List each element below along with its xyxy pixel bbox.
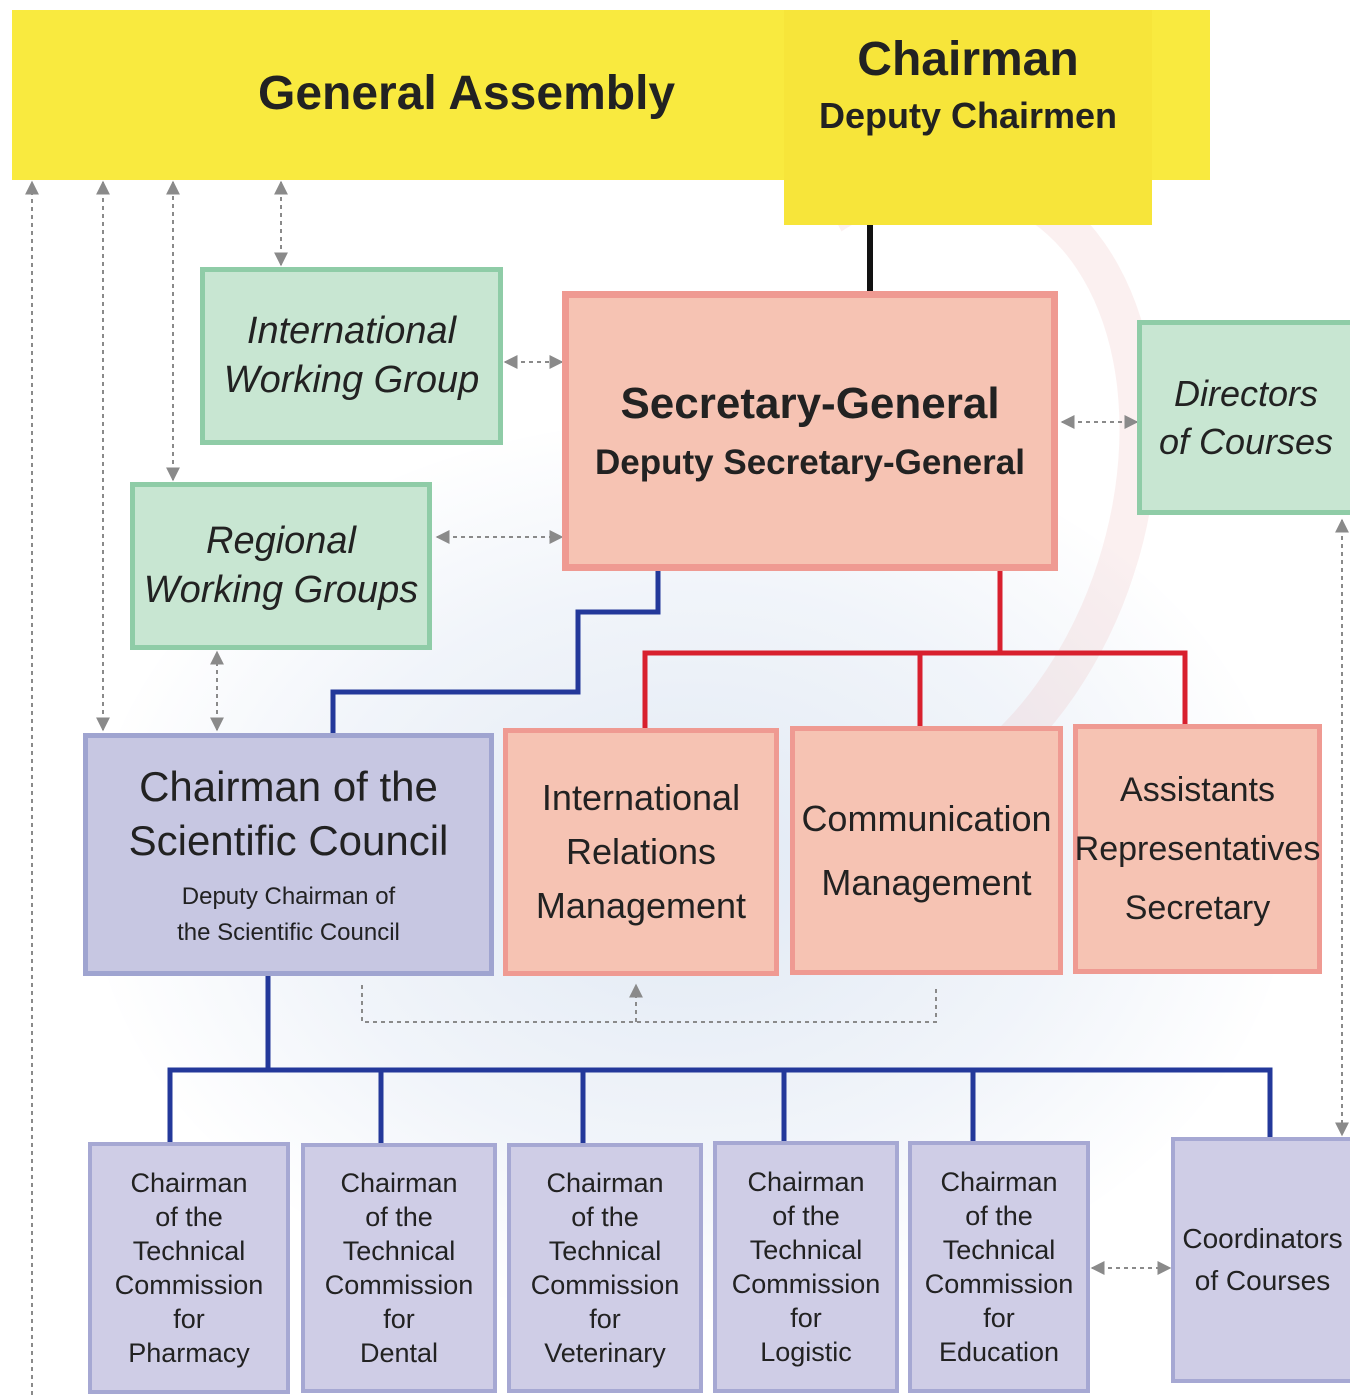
commission-dental-line-3: Technical	[342, 1236, 456, 1266]
deputy-chairmen-subtitle: Deputy Chairmen	[818, 95, 1118, 136]
communication-management-line-1: Communication	[801, 797, 1052, 839]
commissions-blue-tree	[167, 975, 1273, 1145]
commission-pharmacy-line-2: of the	[155, 1202, 223, 1232]
communication-management-line-2: Management	[821, 861, 1032, 903]
assistants-line-2: Representatives	[1074, 829, 1321, 868]
commission-education-line-3: Technical	[942, 1235, 1056, 1265]
commission-logistic-line-3: Technical	[749, 1235, 863, 1265]
commission-education-box: Chairman of the Technical Commission for…	[908, 1141, 1090, 1393]
scientific-council-box: Chairman of the Scientific Council Deput…	[83, 733, 494, 976]
international-relations-line-3: Management	[535, 885, 747, 926]
commission-logistic-box: Chairman of the Technical Commission for…	[713, 1141, 899, 1393]
coordinators-of-courses-line-1: Coordinators	[1182, 1223, 1343, 1254]
commission-dental-line-4: Commission	[324, 1270, 474, 1300]
commission-dental-line-6: Dental	[359, 1338, 439, 1368]
secretary-general-title: Secretary-General	[620, 379, 1000, 428]
communication-management-box: Communication Management	[790, 726, 1063, 975]
commission-pharmacy-box: Chairman of the Technical Commission for…	[88, 1142, 290, 1394]
international-relations-line-1: International	[541, 777, 741, 818]
international-working-group-line-1: International	[246, 310, 457, 352]
commission-veterinary-line-4: Commission	[530, 1270, 680, 1300]
directors-of-courses-line-2: of Courses	[1158, 420, 1334, 462]
commission-education-line-1: Chairman	[940, 1167, 1058, 1197]
chairman-box: Chairman Deputy Chairmen	[784, 10, 1152, 225]
directors-of-courses-box: Directors of Courses	[1137, 320, 1350, 515]
commission-logistic-line-5: for	[790, 1303, 822, 1333]
secretariat-red-tree	[642, 570, 1188, 730]
regional-working-groups-line-2: Working Groups	[143, 569, 419, 611]
commission-veterinary-line-3: Technical	[548, 1236, 662, 1266]
commission-pharmacy-line-3: Technical	[132, 1236, 246, 1266]
directors-of-courses-line-1: Directors	[1173, 372, 1319, 414]
scientific-council-subtitle-line-1: Deputy Chairman of	[181, 882, 396, 910]
assistants-line-1: Assistants	[1120, 770, 1275, 809]
secretary-general-box: Secretary-General Deputy Secretary-Gener…	[562, 291, 1058, 571]
commission-veterinary-line-5: for	[589, 1304, 621, 1334]
commission-veterinary-line-1: Chairman	[546, 1168, 664, 1198]
commission-logistic-line-1: Chairman	[747, 1167, 865, 1197]
commission-education-line-5: for	[983, 1303, 1015, 1333]
commission-pharmacy-line-6: Pharmacy	[128, 1338, 250, 1368]
commission-pharmacy-line-4: Commission	[114, 1270, 264, 1300]
commission-logistic-line-4: Commission	[731, 1269, 881, 1299]
commission-pharmacy-line-1: Chairman	[130, 1168, 248, 1198]
commission-dental-box: Chairman of the Technical Commission for…	[301, 1143, 497, 1393]
commission-logistic-line-2: of the	[772, 1201, 840, 1231]
secretary-council-blue-line	[330, 570, 661, 735]
general-assembly-title: General Assembly	[258, 66, 676, 120]
commission-veterinary-line-2: of the	[571, 1202, 639, 1232]
commission-veterinary-box: Chairman of the Technical Commission for…	[507, 1143, 703, 1393]
commission-education-line-4: Commission	[924, 1269, 1074, 1299]
dashed-relations	[25, 180, 1349, 1395]
international-working-group-line-2: Working Group	[223, 359, 480, 401]
scientific-council-title-line-1: Chairman of the	[139, 762, 438, 810]
regional-working-groups-box: Regional Working Groups	[130, 482, 432, 650]
international-working-group-box: International Working Group	[200, 267, 503, 445]
chairman-title: Chairman	[857, 33, 1079, 86]
commission-dental-line-2: of the	[365, 1202, 433, 1232]
commission-education-line-2: of the	[965, 1201, 1033, 1231]
scientific-council-subtitle-line-2: the Scientific Council	[177, 918, 400, 946]
commission-veterinary-line-6: Veterinary	[544, 1338, 666, 1368]
coordinators-of-courses-line-2: of Courses	[1194, 1265, 1331, 1296]
coordinators-of-courses-box: Coordinators of Courses	[1171, 1137, 1350, 1383]
assistants-line-3: Secretary	[1124, 888, 1271, 927]
international-relations-line-2: Relations	[565, 831, 717, 872]
commission-dental-line-5: for	[383, 1304, 415, 1334]
deputy-secretary-general-subtitle: Deputy Secretary-General	[595, 443, 1025, 482]
assistants-box: Assistants Representatives Secretary	[1073, 724, 1322, 974]
international-relations-box: International Relations Management	[503, 728, 779, 976]
commission-pharmacy-line-5: for	[173, 1304, 205, 1334]
scientific-council-title-line-2: Scientific Council	[128, 816, 449, 864]
regional-working-groups-line-1: Regional	[206, 520, 356, 562]
commission-dental-line-1: Chairman	[340, 1168, 458, 1198]
commission-logistic-line-6: Logistic	[760, 1337, 852, 1367]
commission-education-line-6: Education	[938, 1337, 1060, 1367]
